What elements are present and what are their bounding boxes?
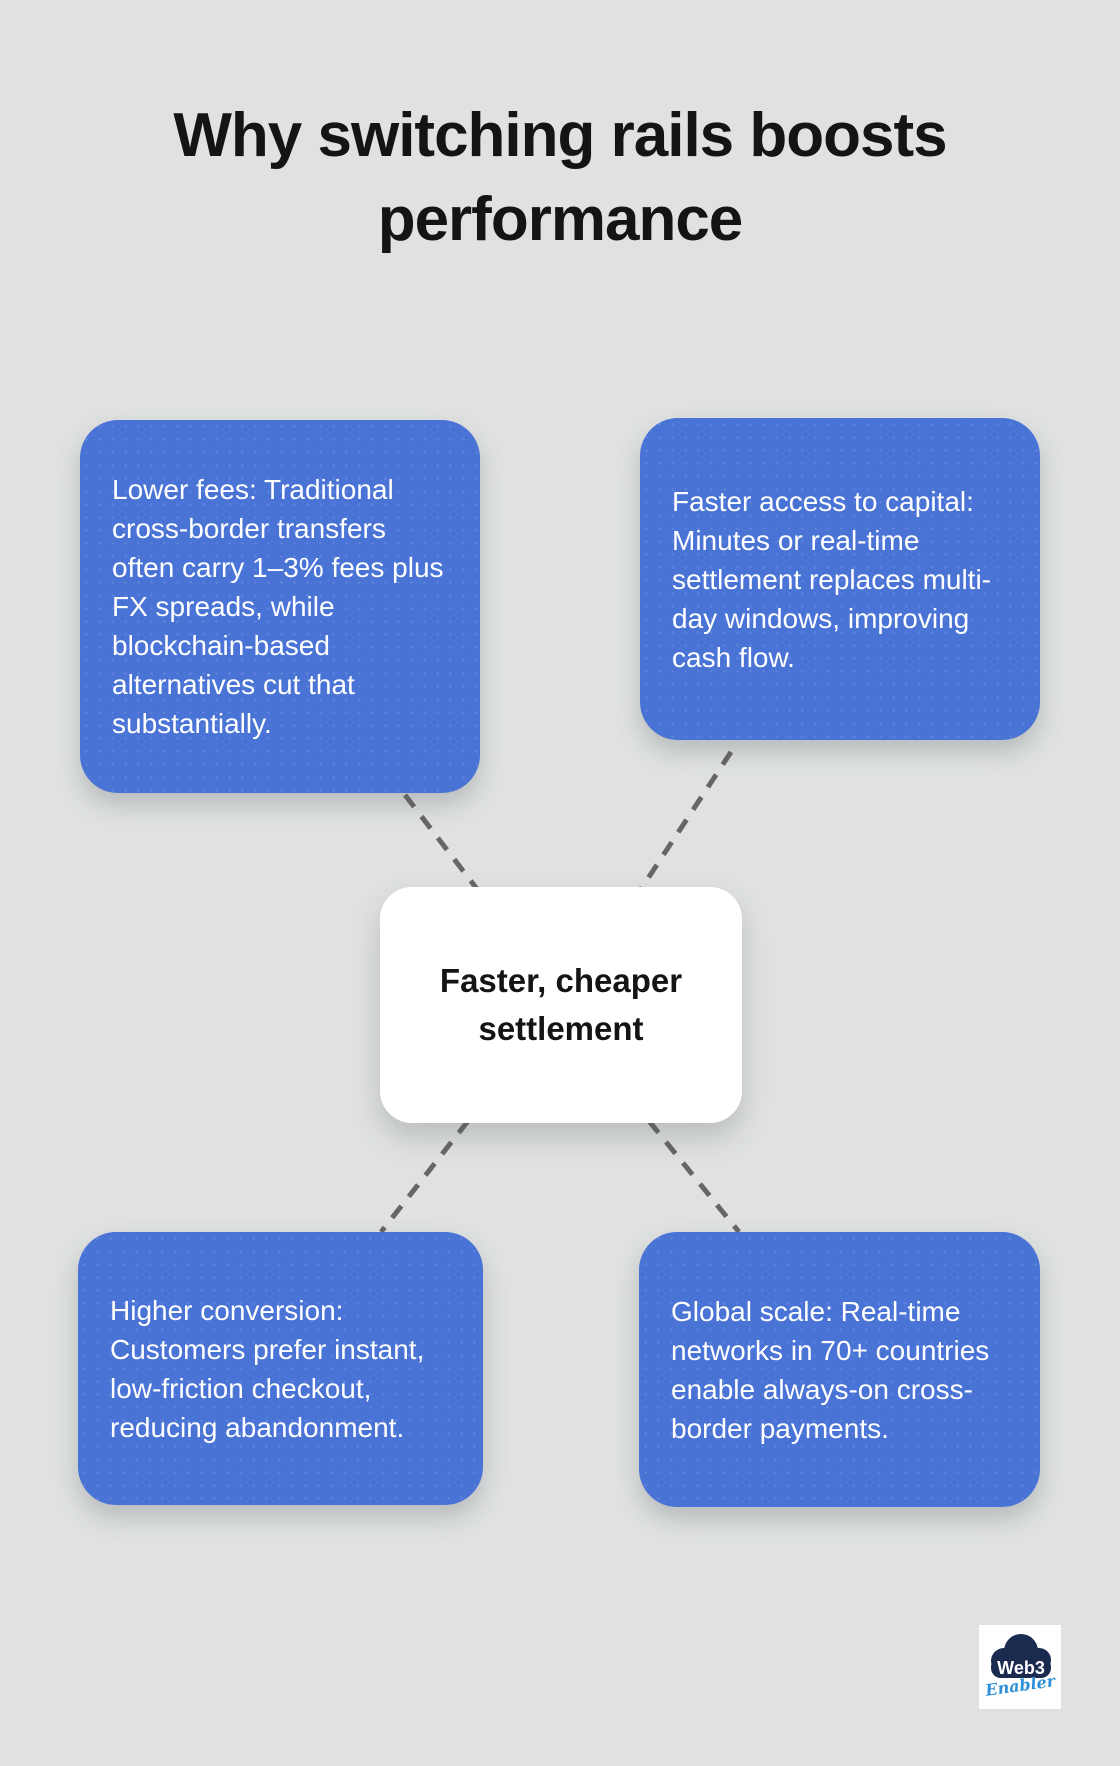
cloud-icon bbox=[991, 1634, 1051, 1678]
connector-bottom-left-line bbox=[379, 1119, 470, 1234]
node-lower-fees-text: Lower fees: Traditional cross-border tra… bbox=[112, 474, 444, 739]
center-node-settlement: Faster, cheaper settlement bbox=[380, 887, 742, 1123]
connector-top-right-line bbox=[638, 750, 734, 891]
logo-text-web3: Web3 bbox=[997, 1658, 1045, 1678]
center-node-label: Faster, cheaper settlement bbox=[439, 962, 683, 1047]
connector-bottom-right-line bbox=[647, 1119, 741, 1234]
node-global-scale-text: Global scale: Real-time networks in 70+ … bbox=[671, 1295, 990, 1444]
connector-top-left-line bbox=[403, 793, 479, 891]
node-lower-fees: Lower fees: Traditional cross-border tra… bbox=[80, 420, 480, 793]
page-title: Why switching rails boosts performance bbox=[173, 101, 947, 254]
node-higher-conversion-text: Higher conversion: Customers prefer inst… bbox=[110, 1294, 425, 1443]
node-faster-access: Faster access to capital: Minutes or rea… bbox=[640, 418, 1040, 740]
web3-enabler-logo: Web3 Enabler bbox=[979, 1625, 1061, 1709]
node-faster-access-text: Faster access to capital: Minutes or rea… bbox=[672, 485, 992, 673]
node-higher-conversion: Higher conversion: Customers prefer inst… bbox=[78, 1232, 483, 1505]
node-global-scale: Global scale: Real-time networks in 70+ … bbox=[639, 1232, 1040, 1507]
